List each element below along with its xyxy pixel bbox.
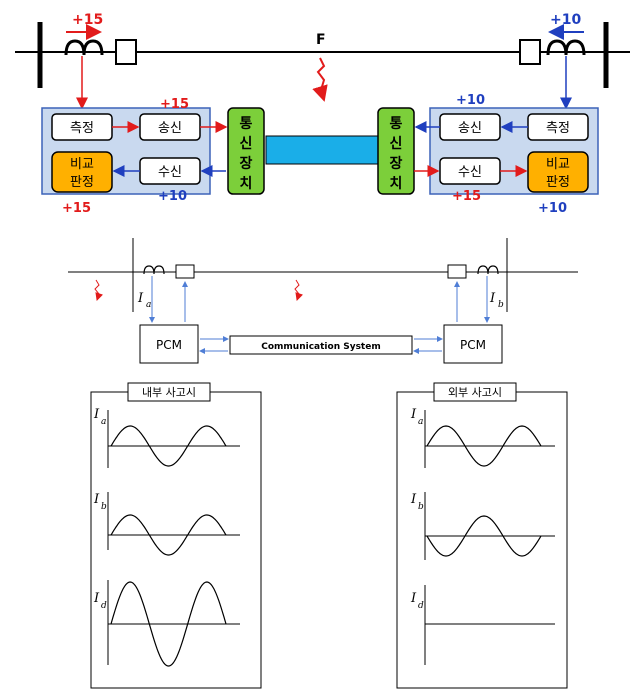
left-compare-box <box>51 151 113 193</box>
right-current-label: +10 <box>550 12 581 28</box>
middle-ia-sub: a <box>146 300 151 310</box>
internal-panel-frame <box>90 391 262 689</box>
middle-diagram: I a I b PCM PCM Communication System <box>68 238 578 364</box>
right-receive-value: +15 <box>452 189 481 204</box>
right-send-label: 송신 <box>458 121 482 136</box>
internal-ib-label: I <box>93 492 100 507</box>
middle-right-ct-icon <box>477 265 499 275</box>
comm-system-label: Communication System <box>261 342 380 352</box>
right-receive-label: 수신 <box>458 165 482 180</box>
external-panel-frame <box>396 391 568 689</box>
left-comm-device <box>227 107 265 195</box>
top-diagram: +15 +10 F 측정 송신 +15 비교 판정 수신 +10 +15 통 신… <box>15 12 630 216</box>
external-id-sub: d <box>418 601 424 611</box>
internal-id-sub: d <box>101 601 107 611</box>
left-breaker-icon <box>115 39 137 65</box>
middle-left-breaker-icon <box>175 264 195 279</box>
external-ib-sub: b <box>418 502 424 512</box>
middle-left-ct-icon <box>143 265 165 275</box>
external-id-label: I <box>410 591 417 606</box>
right-comm-char: 신 <box>390 136 403 152</box>
right-send-value: +10 <box>456 93 485 108</box>
left-send-label: 송신 <box>158 121 182 136</box>
middle-right-breaker-icon <box>447 264 467 279</box>
left-comm-char: 통 <box>240 116 253 132</box>
right-compare-value: +10 <box>538 201 567 216</box>
internal-id-label: I <box>93 591 100 606</box>
right-compare-label-2: 판정 <box>546 175 570 190</box>
left-send-value: +15 <box>160 97 189 112</box>
right-ct-icon <box>546 39 586 56</box>
comm-link <box>265 135 379 165</box>
external-ia-label: I <box>410 407 417 422</box>
external-fault-panel: 외부 사고시 I a I b I d <box>396 382 568 689</box>
left-compare-label-2: 판정 <box>70 175 94 190</box>
middle-ib-sub: b <box>498 300 504 310</box>
internal-ia-label: I <box>93 407 100 422</box>
left-current-label: +15 <box>72 12 103 28</box>
left-compare-label-1: 비교 <box>70 157 94 172</box>
right-measure-label: 측정 <box>546 121 570 136</box>
internal-id-wave <box>110 581 227 667</box>
right-compare-box <box>527 151 589 193</box>
left-comm-char: 장 <box>240 155 253 172</box>
left-comm-char: 치 <box>240 176 253 192</box>
external-ib-label: I <box>410 492 417 507</box>
pcm-left-box <box>139 324 199 364</box>
left-receive-value: +10 <box>158 189 187 204</box>
internal-ib-wave <box>110 514 227 556</box>
fault-lightning-icon <box>312 57 328 102</box>
internal-fault-panel: 내부 사고시 I a I b I d <box>90 382 262 689</box>
right-compare-label-1: 비교 <box>546 157 570 172</box>
external-title: 외부 사고시 <box>448 386 502 399</box>
right-comm-char: 치 <box>390 176 403 192</box>
external-ib-wave <box>426 515 542 557</box>
pcm-left-label: PCM <box>156 338 182 352</box>
internal-title: 내부 사고시 <box>142 386 196 399</box>
right-breaker-icon <box>519 39 541 65</box>
external-ia-sub: a <box>418 417 423 427</box>
internal-title-box <box>127 382 211 402</box>
middle-ib-label: I <box>489 291 496 306</box>
fault-label: F <box>316 32 326 48</box>
external-ia-wave <box>426 425 542 467</box>
right-comm-char: 장 <box>390 155 403 172</box>
middle-ia-label: I <box>137 291 144 306</box>
internal-ia-wave <box>110 425 227 467</box>
left-ct-icon <box>64 39 104 56</box>
middle-center-fault-icon <box>294 279 304 301</box>
comm-system-box <box>229 335 413 355</box>
left-comm-char: 신 <box>240 136 253 152</box>
internal-ib-sub: b <box>101 502 107 512</box>
internal-ia-sub: a <box>101 417 106 427</box>
external-title-box <box>433 382 517 402</box>
pcm-right-box <box>443 324 503 364</box>
left-compare-value: +15 <box>62 201 91 216</box>
left-measure-label: 측정 <box>70 121 94 136</box>
right-comm-char: 통 <box>390 116 403 132</box>
left-receive-label: 수신 <box>158 165 182 180</box>
pcm-right-label: PCM <box>460 338 486 352</box>
right-comm-device <box>377 107 415 195</box>
middle-left-fault-icon <box>94 279 104 301</box>
